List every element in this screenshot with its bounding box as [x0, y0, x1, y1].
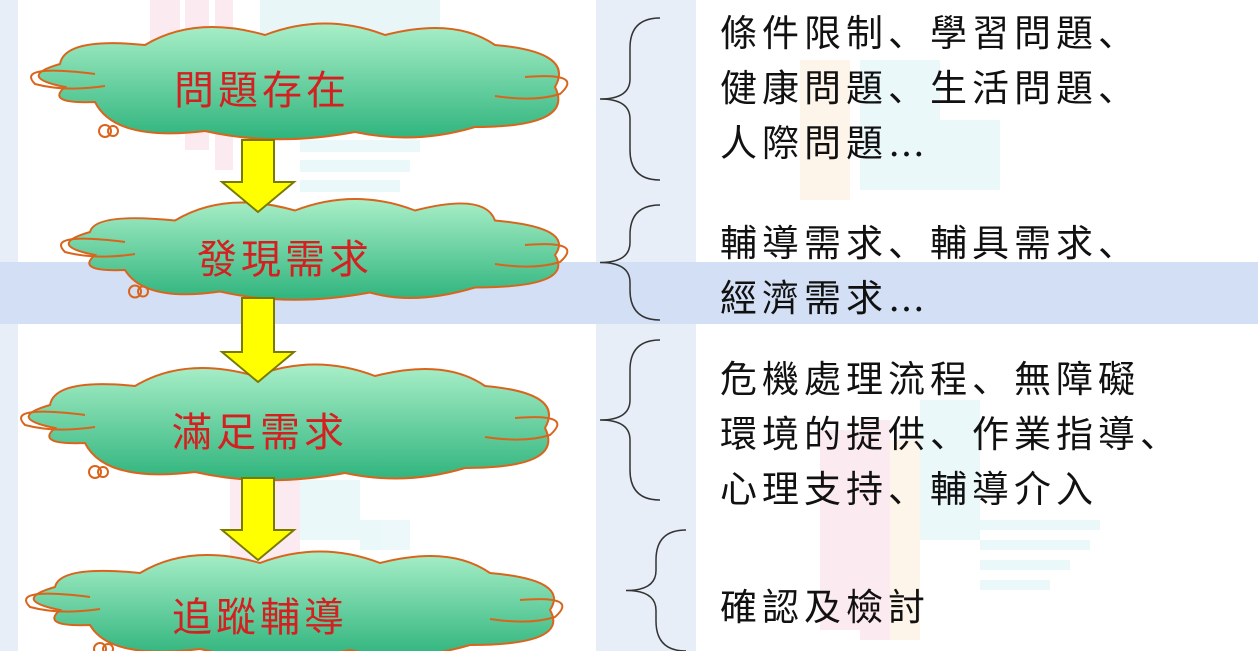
description-line: 危機處理流程、無障礙 — [720, 358, 1140, 401]
description-line: 經濟需求… — [720, 277, 930, 320]
description-line: 確認及檢討 — [720, 586, 930, 629]
bracket-problem — [599, 17, 661, 181]
step-description-need-discovery: 輔導需求、輔具需求、 經濟需求… — [720, 216, 1140, 326]
description-line: 環境的提供、作業指導、 — [720, 413, 1182, 456]
step-label-need-fulfillment: 滿足需求 — [172, 410, 348, 456]
arrow-fulfillment-to-follow-up — [219, 477, 297, 562]
bracket-need-discovery — [599, 204, 661, 321]
arrow-discovery-to-fulfillment — [219, 297, 297, 384]
description-line: 人際問題… — [720, 122, 930, 165]
step-label-problem: 問題存在 — [174, 68, 350, 114]
step-label-need-discovery: 發現需求 — [197, 237, 373, 283]
arrows-layer — [219, 139, 297, 562]
description-line: 條件限制、學習問題、 — [720, 12, 1140, 55]
cloud-need-discovery — [60, 198, 569, 301]
cloud-follow-up — [25, 550, 564, 651]
clouds-layer — [20, 22, 569, 651]
description-line: 心理支持、輔導介入 — [720, 468, 1098, 511]
step-label-follow-up: 追蹤輔導 — [172, 595, 348, 641]
cloud-problem — [30, 22, 569, 141]
arrow-problem-to-discovery — [219, 139, 297, 214]
step-description-need-fulfillment: 危機處理流程、無障礙 環境的提供、作業指導、 心理支持、輔導介入 — [720, 352, 1182, 517]
description-line: 輔導需求、輔具需求、 — [720, 222, 1140, 265]
bracket-follow-up — [625, 529, 687, 651]
brackets-layer — [599, 17, 687, 651]
bracket-need-fulfillment — [599, 339, 661, 501]
step-description-follow-up: 確認及檢討 — [720, 580, 930, 635]
cloud-need-fulfillment — [20, 363, 559, 482]
step-description-problem: 條件限制、學習問題、 健康問題、生活問題、 人際問題… — [720, 6, 1140, 171]
description-line: 健康問題、生活問題、 — [720, 67, 1140, 110]
